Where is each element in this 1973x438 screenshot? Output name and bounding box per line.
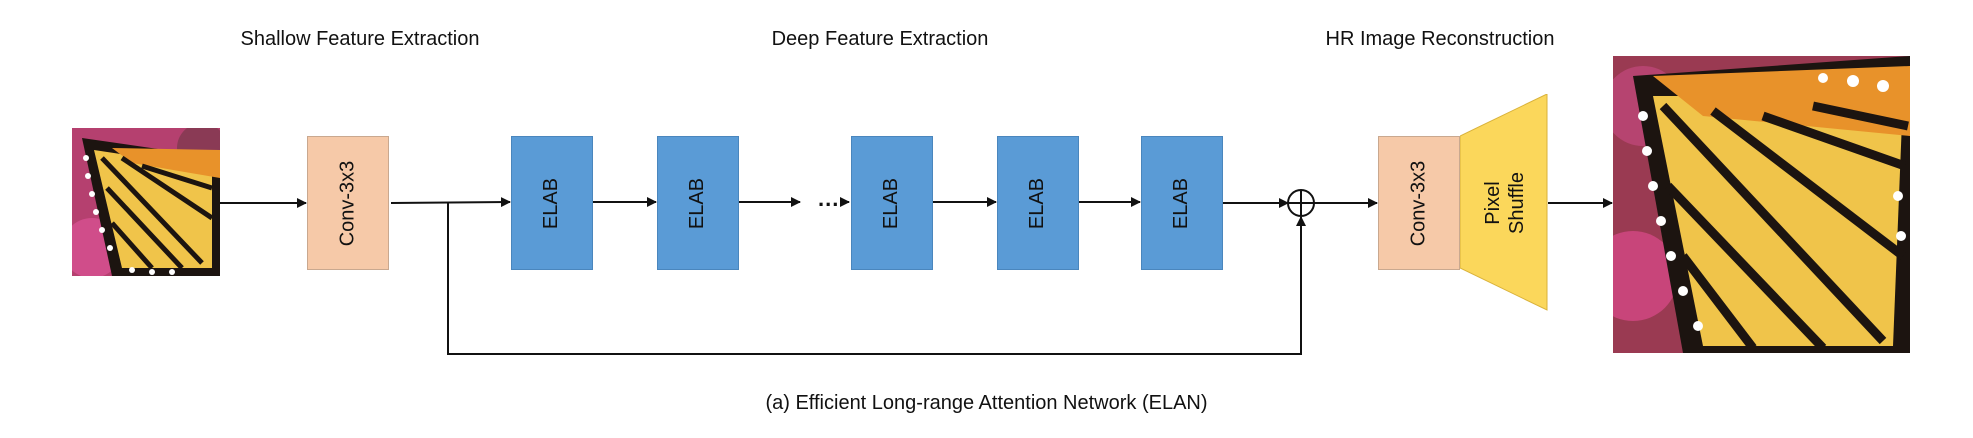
conv3x3-reconstruction-label: Conv-3x3	[1407, 160, 1430, 246]
elab-block-4: ELAB	[997, 136, 1079, 270]
elab-block-2: ELAB	[657, 136, 739, 270]
conv3x3-reconstruction-block: Conv-3x3	[1378, 136, 1460, 270]
butterfly-lr-illustration	[72, 128, 220, 276]
conv3x3-shallow-label: Conv-3x3	[336, 160, 359, 246]
pixel-shuffle-label-line2: Shuffle	[1506, 172, 1528, 234]
elab-label: ELAB	[880, 177, 903, 229]
elab-label: ELAB	[540, 177, 563, 229]
butterfly-hr-illustration	[1613, 56, 1910, 353]
elab-label: ELAB	[1026, 177, 1049, 229]
arrow-conv-to-elab1	[390, 197, 511, 208]
pixel-shuffle-block	[1460, 94, 1548, 311]
figure-caption: (a) Efficient Long-range Attention Netwo…	[765, 392, 1208, 414]
section-title-shallow: Shallow Feature Extraction	[240, 28, 480, 50]
elab-block-1: ELAB	[511, 136, 593, 270]
elab-block-5: ELAB	[1141, 136, 1223, 270]
input-lr-image	[72, 128, 220, 276]
elab-label: ELAB	[686, 177, 709, 229]
pixel-shuffle-label-line1: Pixel	[1482, 181, 1504, 225]
section-title-deep: Deep Feature Extraction	[771, 28, 989, 50]
section-title-reconstruction: HR Image Reconstruction	[1325, 28, 1555, 50]
elab-label: ELAB	[1170, 177, 1193, 229]
output-hr-image	[1613, 56, 1910, 353]
pixel-shuffle-label: Pixel Shuffle	[1460, 94, 1550, 312]
conv3x3-shallow-block: Conv-3x3	[307, 136, 389, 270]
ellipsis: ...	[818, 186, 840, 211]
elab-block-3: ELAB	[851, 136, 933, 270]
skip-connection	[447, 203, 1306, 355]
